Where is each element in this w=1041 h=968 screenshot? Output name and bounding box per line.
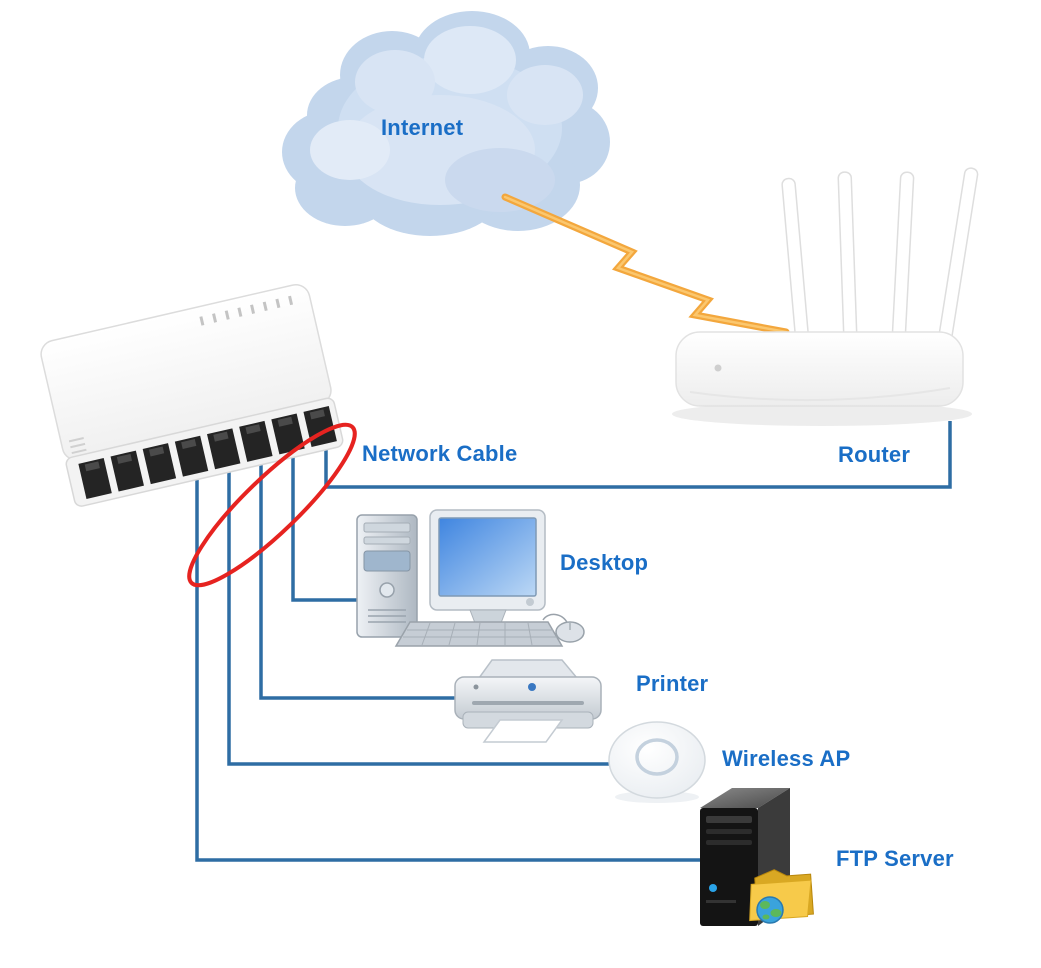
label-network-cable: Network Cable <box>362 441 518 466</box>
network-cables <box>195 421 952 862</box>
desktop-tower <box>356 514 418 638</box>
desktop-device <box>356 509 585 647</box>
label-desktop: Desktop <box>560 550 649 575</box>
desktop-keyboard <box>394 621 564 647</box>
desktop-mouse <box>542 613 585 643</box>
desktop-monitor <box>429 509 546 633</box>
cable-highlight-ellipse <box>187 422 357 588</box>
switch-device <box>40 283 344 507</box>
cable-switch-printer <box>259 465 460 700</box>
internet-cloud <box>282 11 610 236</box>
ftp-server-device <box>700 788 814 926</box>
cable-switch-wireless-ap <box>227 472 615 766</box>
label-printer: Printer <box>636 671 709 696</box>
router-device <box>672 167 979 426</box>
label-wireless-ap: Wireless AP <box>722 746 851 771</box>
cable-switch-desktop <box>291 457 360 602</box>
switch-leds <box>199 295 294 326</box>
globe-icon <box>756 896 784 924</box>
switch-vents <box>68 437 87 455</box>
label-internet: Internet <box>381 115 464 140</box>
printer-device <box>454 659 602 743</box>
cable-switch-ftp-server <box>195 480 702 862</box>
label-ftp-server: FTP Server <box>836 846 954 871</box>
switch-ports <box>78 406 337 499</box>
label-router: Router <box>838 442 911 467</box>
wireless-ap-device <box>608 721 706 803</box>
cable-switch-router <box>324 421 952 489</box>
wireless-link-lightning <box>501 193 790 336</box>
